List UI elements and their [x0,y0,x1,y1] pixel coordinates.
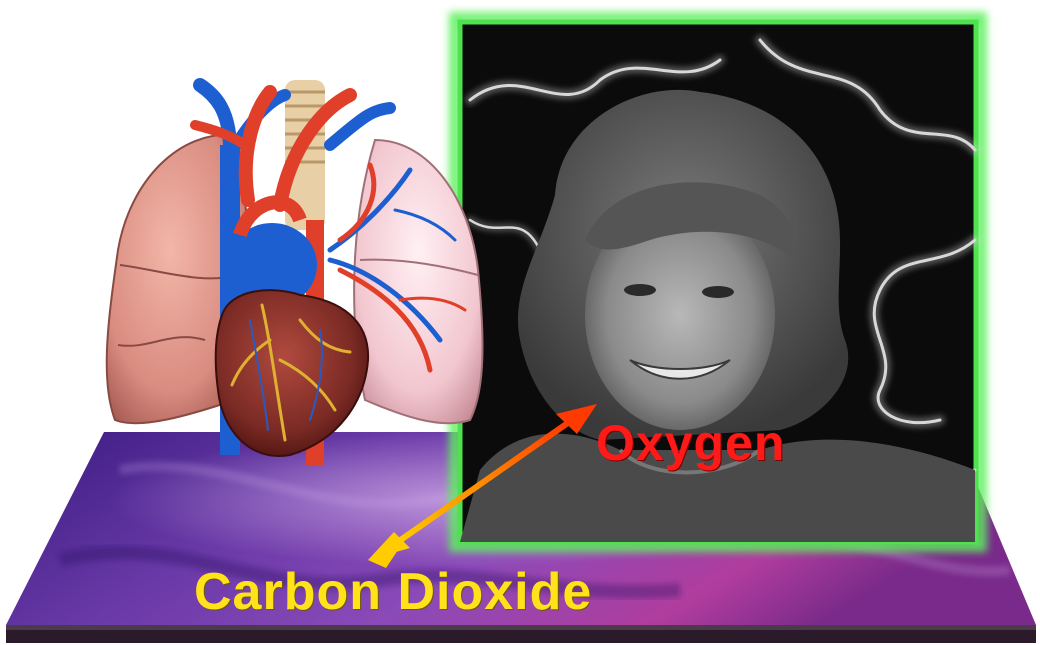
oxygen-label: Oxygen [596,418,785,468]
carbon-dioxide-label: Carbon Dioxide [194,566,592,618]
heart-lungs-icon [107,80,483,465]
